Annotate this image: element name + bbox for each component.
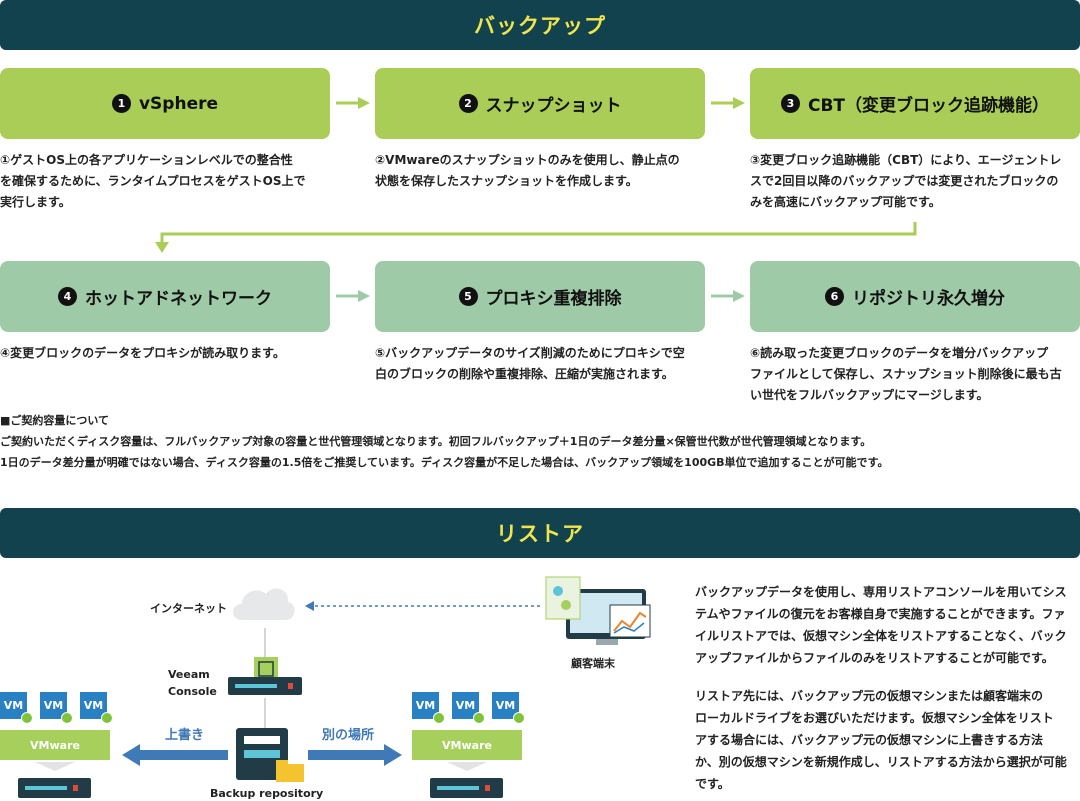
overwrite-label: 上書き: [165, 728, 205, 743]
step-label: ホットアドネットワーク: [85, 289, 272, 309]
step-number: 2: [458, 94, 478, 113]
step-1-description: ①ゲストOS上の各アプリケーションレベルでの整合性 を確保するために、ランタイム…: [0, 153, 306, 209]
play-icon: [473, 712, 485, 724]
capacity-note-heading: ■ご契約容量について: [0, 414, 110, 427]
step-number: 5: [458, 287, 478, 306]
step-number: 6: [825, 287, 844, 306]
step-3-description: ③変更ブロック追跡機能（CBT）により、エージェントレ スで2回目以降のバックア…: [750, 153, 1062, 209]
step-cbt: 3 CBT（変更ブロック追跡機能）: [750, 68, 1080, 139]
server-icon: [18, 778, 91, 798]
step-repository: 6 リポジトリ永久増分: [750, 261, 1080, 332]
vm-icon: VM: [452, 692, 485, 724]
client-terminal-icon: [545, 576, 651, 645]
play-icon: [21, 712, 33, 724]
vm-icon: VM: [40, 692, 73, 724]
right-arrow-icon: [336, 290, 370, 302]
step-number: 4: [58, 287, 77, 306]
vm-icon: VM: [0, 692, 33, 724]
step-label: vSphere: [138, 93, 219, 114]
play-icon: [61, 712, 73, 724]
backup-repository-icon: [236, 728, 304, 782]
capacity-note-line: ご契約いただくディスク容量は、フルバックアップ対象の容量と世代管理領域となります…: [0, 435, 872, 448]
play-icon: [433, 712, 445, 724]
backup-title: バックアップ: [474, 14, 606, 38]
right-arrow-icon: [711, 290, 745, 302]
backup-banner: バックアップ: [0, 0, 1080, 50]
right-arrow-icon: [308, 744, 402, 766]
other-location-label: 別の場所: [322, 728, 375, 743]
play-icon: [513, 712, 525, 724]
down-chevron-icon: [35, 762, 75, 771]
step-label: プロキシ重複排除: [485, 289, 622, 309]
capacity-note-line: 1日のデータ差分量が明確ではない場合、ディスク容量の1.5倍をご推奨しています。…: [0, 456, 889, 469]
play-icon: [101, 712, 113, 724]
connection-line: [264, 628, 266, 728]
server-icon: [430, 778, 503, 798]
down-chevron-icon: [447, 762, 487, 771]
veeam-console-icon: [228, 657, 302, 695]
step-proxy-dedup: 5 プロキシ重複排除: [375, 261, 705, 332]
step-label: CBT（変更ブロック追跡機能）: [807, 96, 1050, 116]
capacity-note: ■ご契約容量について ご契約いただくディスク容量は、フルバックアップ対象の容量と…: [0, 410, 1080, 473]
client-terminal-label: 顧客端末: [571, 657, 615, 670]
step-number: 1: [111, 94, 131, 113]
step-2-description: ②VMwareのスナップショットのみを使用し、静止点の 状態を保存したスナップシ…: [375, 153, 680, 188]
restore-banner: リストア: [0, 508, 1080, 558]
step-6-description: ⑥読み取った変更ブロックのデータを増分バックアップ ファイルとして保存し、スナッ…: [750, 346, 1062, 402]
vmware-bar: VMware: [412, 730, 522, 760]
backup-repository-label: Backup repository: [210, 787, 324, 800]
vm-icon: VM: [412, 692, 445, 724]
cloud-icon: [233, 588, 295, 620]
wrap-connector-arrow-icon: [155, 222, 917, 253]
left-arrow-icon: [122, 744, 228, 766]
right-arrow-icon: [711, 97, 745, 109]
dotted-arrow-icon: [305, 601, 541, 611]
restore-title: リストア: [496, 522, 584, 546]
veeam-console-label: Veeam Console: [168, 668, 217, 698]
step-label: リポジトリ永久増分: [852, 289, 1005, 309]
step-vsphere: 1 vSphere: [0, 68, 330, 139]
step-5-description: ⑤バックアップデータのサイズ削減のためにプロキシで空 白のブロックの削除や重複排…: [375, 346, 685, 381]
internet-label: インターネット: [150, 602, 227, 615]
step-number: 3: [780, 94, 800, 113]
step-snapshot: 2 スナップショット: [375, 68, 705, 139]
vmware-bar: VMware: [0, 730, 110, 760]
right-arrow-icon: [336, 97, 370, 109]
vm-icon: VM: [80, 692, 113, 724]
step-4-description: ④変更ブロックのデータをプロキシが読み取ります。: [0, 346, 285, 360]
restore-paragraph-1: バックアップデータを使用し、専用リストアコンソールを用いてシス テムやファイルの…: [695, 585, 1067, 665]
step-hotadd: 4 ホットアドネットワーク: [0, 261, 330, 332]
vm-icon: VM: [492, 692, 525, 724]
restore-paragraph-2: リストア先には、バックアップ元の仮想マシンまたは顧客端末の ローカルドライブをお…: [695, 689, 1067, 791]
step-label: スナップショット: [485, 96, 622, 116]
